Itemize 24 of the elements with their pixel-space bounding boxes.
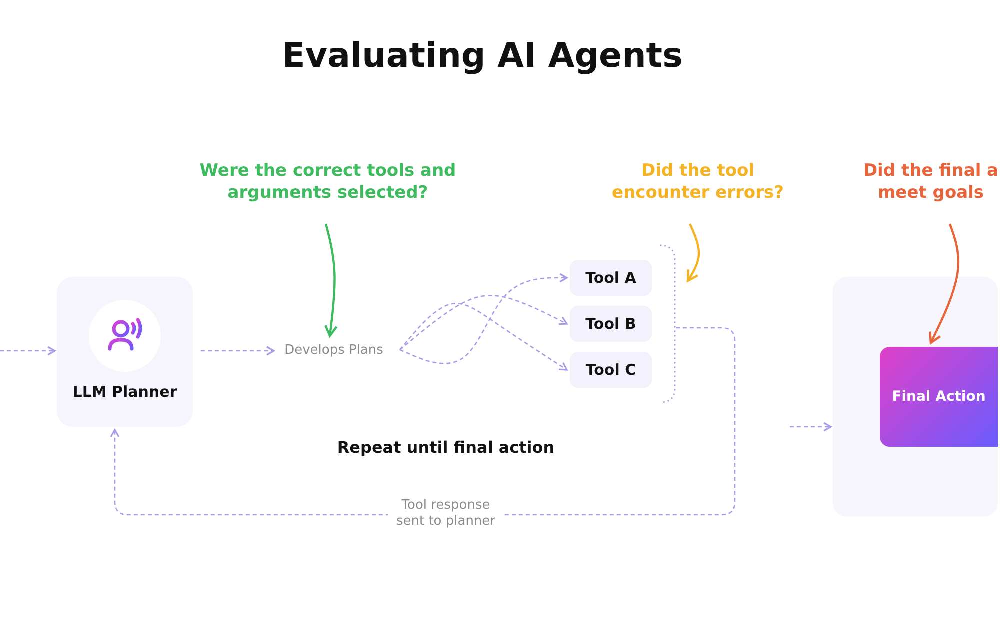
diagram-title: Evaluating AI Agents xyxy=(281,36,684,76)
arrow xyxy=(400,303,568,371)
step-label: Develops Plans xyxy=(276,340,392,362)
arrow xyxy=(201,346,275,356)
arrow xyxy=(0,346,56,356)
annotation-arrow xyxy=(929,224,960,344)
planner-card xyxy=(57,277,193,427)
tool-box: Tool A xyxy=(570,260,652,296)
question-label: Did the tool encounter errors? xyxy=(598,160,798,210)
node-label: LLM Planner xyxy=(72,383,178,401)
action-box: Final Action xyxy=(880,347,998,447)
edge-label: Tool response sent to planner xyxy=(388,498,504,530)
arrow xyxy=(400,273,568,364)
panel-background xyxy=(833,277,998,517)
arrow xyxy=(790,422,832,432)
annotation-arrow xyxy=(324,224,338,338)
annotation-arrow xyxy=(686,224,700,282)
loop-note: Repeat until final action xyxy=(336,438,556,457)
bracket xyxy=(658,245,676,403)
tool-box: Tool B xyxy=(570,306,652,342)
question-label: Were the correct tools and arguments selected? xyxy=(178,160,478,210)
arrow xyxy=(400,295,568,350)
tool-box: Tool C xyxy=(570,352,652,388)
question-label: Did the final a meet goals xyxy=(862,160,1000,210)
